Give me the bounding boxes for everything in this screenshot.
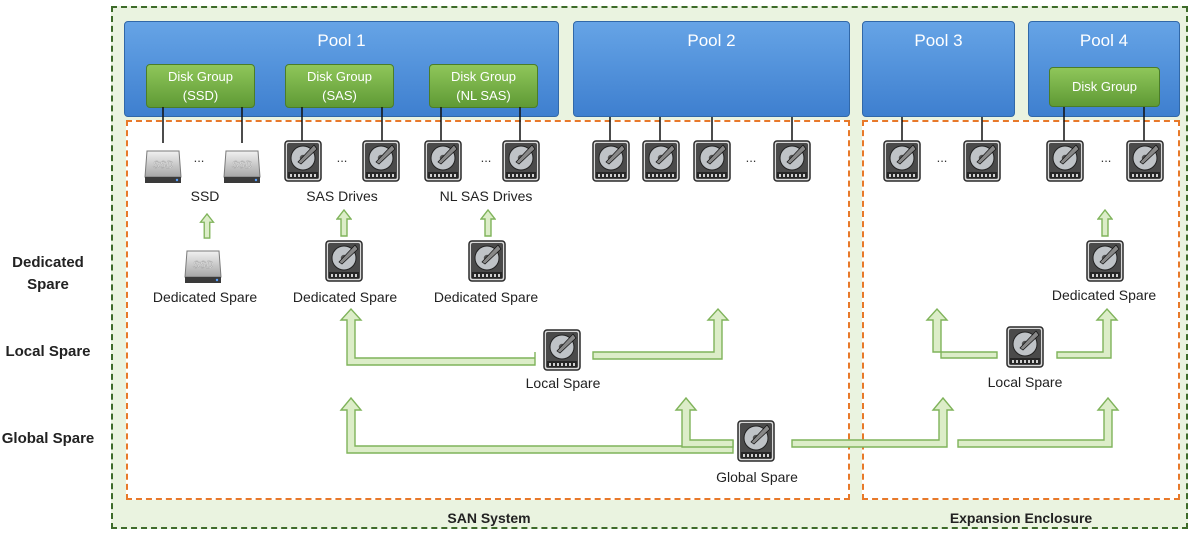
arrow-ssd-dedicated: [199, 213, 215, 239]
hdd-drive-icon: [424, 140, 462, 187]
san-system-label: SAN System: [447, 510, 531, 526]
pool-2-title: Pool 2: [687, 31, 736, 50]
sas-ellipsis: ...: [336, 150, 348, 165]
disk-group-sas-line1: Disk Group: [306, 69, 373, 84]
dedicated-spare-sas-icon: [325, 240, 363, 287]
disk-group-nlsas[interactable]: Disk Group (NL SAS): [429, 64, 538, 108]
dedicated-spare-row-label: Dedicated Spare: [12, 254, 84, 293]
disk-group-sas[interactable]: Disk Group (SAS): [285, 64, 394, 108]
drive-connector-lines: [162, 107, 1145, 143]
local-spare-san-icon: [543, 329, 581, 376]
dedicated-spare-pool4-label: Dedicated Spare: [1051, 287, 1157, 303]
hdd-drive-icon: [642, 140, 680, 187]
dedicated-spare-ssd-icon: SSD: [184, 243, 222, 290]
svg-text:SSD: SSD: [153, 160, 174, 171]
local-spare-san-arrows: [339, 307, 730, 366]
disk-group-nlsas-line2: (NL SAS): [456, 88, 511, 103]
dedicated-spare-nlsas-icon: [468, 240, 506, 287]
disk-group-pool4[interactable]: Disk Group: [1049, 67, 1160, 107]
disk-group-ssd-line2: (SSD): [182, 88, 219, 103]
arrow-pool4-dedicated: [1097, 209, 1113, 237]
local-spare-expansion-arrows: [925, 307, 1119, 359]
svg-text:SSD: SSD: [232, 160, 253, 171]
hdd-drive-icon: [502, 140, 540, 187]
dedicated-spare-pool4-icon: [1086, 240, 1124, 287]
expansion-enclosure: [862, 120, 1180, 500]
pool-2[interactable]: Pool 2: [573, 21, 850, 117]
dedicated-spare-nlsas-label: Dedicated Spare: [433, 289, 539, 305]
disk-group-nlsas-line1: Disk Group: [450, 69, 517, 84]
local-spare-row-label: Local Spare: [5, 343, 91, 360]
pool4-ellipsis: ...: [1100, 150, 1112, 165]
pool2-ellipsis: ...: [745, 150, 757, 165]
nlsas-drives-caption: NL SAS Drives: [439, 188, 533, 204]
pool3-ellipsis: ...: [936, 150, 948, 165]
ssd-ellipsis: ...: [193, 150, 205, 165]
disk-group-pool4-line1: Disk Group: [1071, 79, 1138, 94]
pool-3-title: Pool 3: [914, 31, 963, 50]
hdd-drive-icon: [592, 140, 630, 187]
hdd-drive-icon: [963, 140, 1001, 187]
pool-4-title: Pool 4: [1079, 31, 1129, 50]
hdd-drive-icon: [883, 140, 921, 187]
ssd-drive-icon: SSD: [223, 143, 261, 190]
hdd-drive-icon: [693, 140, 731, 187]
hdd-drive-icon: [284, 140, 322, 187]
disk-group-ssd[interactable]: Disk Group (SSD): [146, 64, 255, 108]
pool-3[interactable]: Pool 3: [862, 21, 1015, 117]
nlsas-ellipsis: ...: [480, 150, 492, 165]
arrow-sas-dedicated: [336, 209, 352, 237]
dedicated-spare-sas-label: Dedicated Spare: [292, 289, 398, 305]
pool-1-title: Pool 1: [317, 31, 366, 50]
hdd-drive-icon: [1046, 140, 1084, 187]
local-spare-expansion-icon: [1006, 326, 1044, 373]
expansion-enclosure-label: Expansion Enclosure: [949, 510, 1093, 526]
global-spare-label: Global Spare: [716, 469, 798, 485]
svg-text:SSD: SSD: [193, 260, 214, 271]
arrow-nlsas-dedicated: [480, 209, 496, 237]
ssd-caption: SSD: [190, 188, 220, 204]
hdd-drive-icon: [362, 140, 400, 187]
hdd-drive-icon: [773, 140, 811, 187]
disk-group-sas-line2: (SAS): [322, 88, 357, 103]
dedicated-spare-ssd-label: Dedicated Spare: [152, 289, 258, 305]
local-spare-san-label: Local Spare: [525, 375, 601, 391]
ssd-drive-icon: SSD: [144, 143, 182, 190]
sas-drives-caption: SAS Drives: [306, 188, 378, 204]
global-spare-row-label: Global Spare: [1, 430, 95, 447]
global-spare-arrows: [339, 396, 1120, 454]
global-spare-icon: [737, 420, 775, 467]
local-spare-expansion-label: Local Spare: [987, 374, 1063, 390]
disk-group-ssd-line1: Disk Group: [167, 69, 234, 84]
hdd-drive-icon: [1126, 140, 1164, 187]
san-system-enclosure: [126, 120, 850, 500]
